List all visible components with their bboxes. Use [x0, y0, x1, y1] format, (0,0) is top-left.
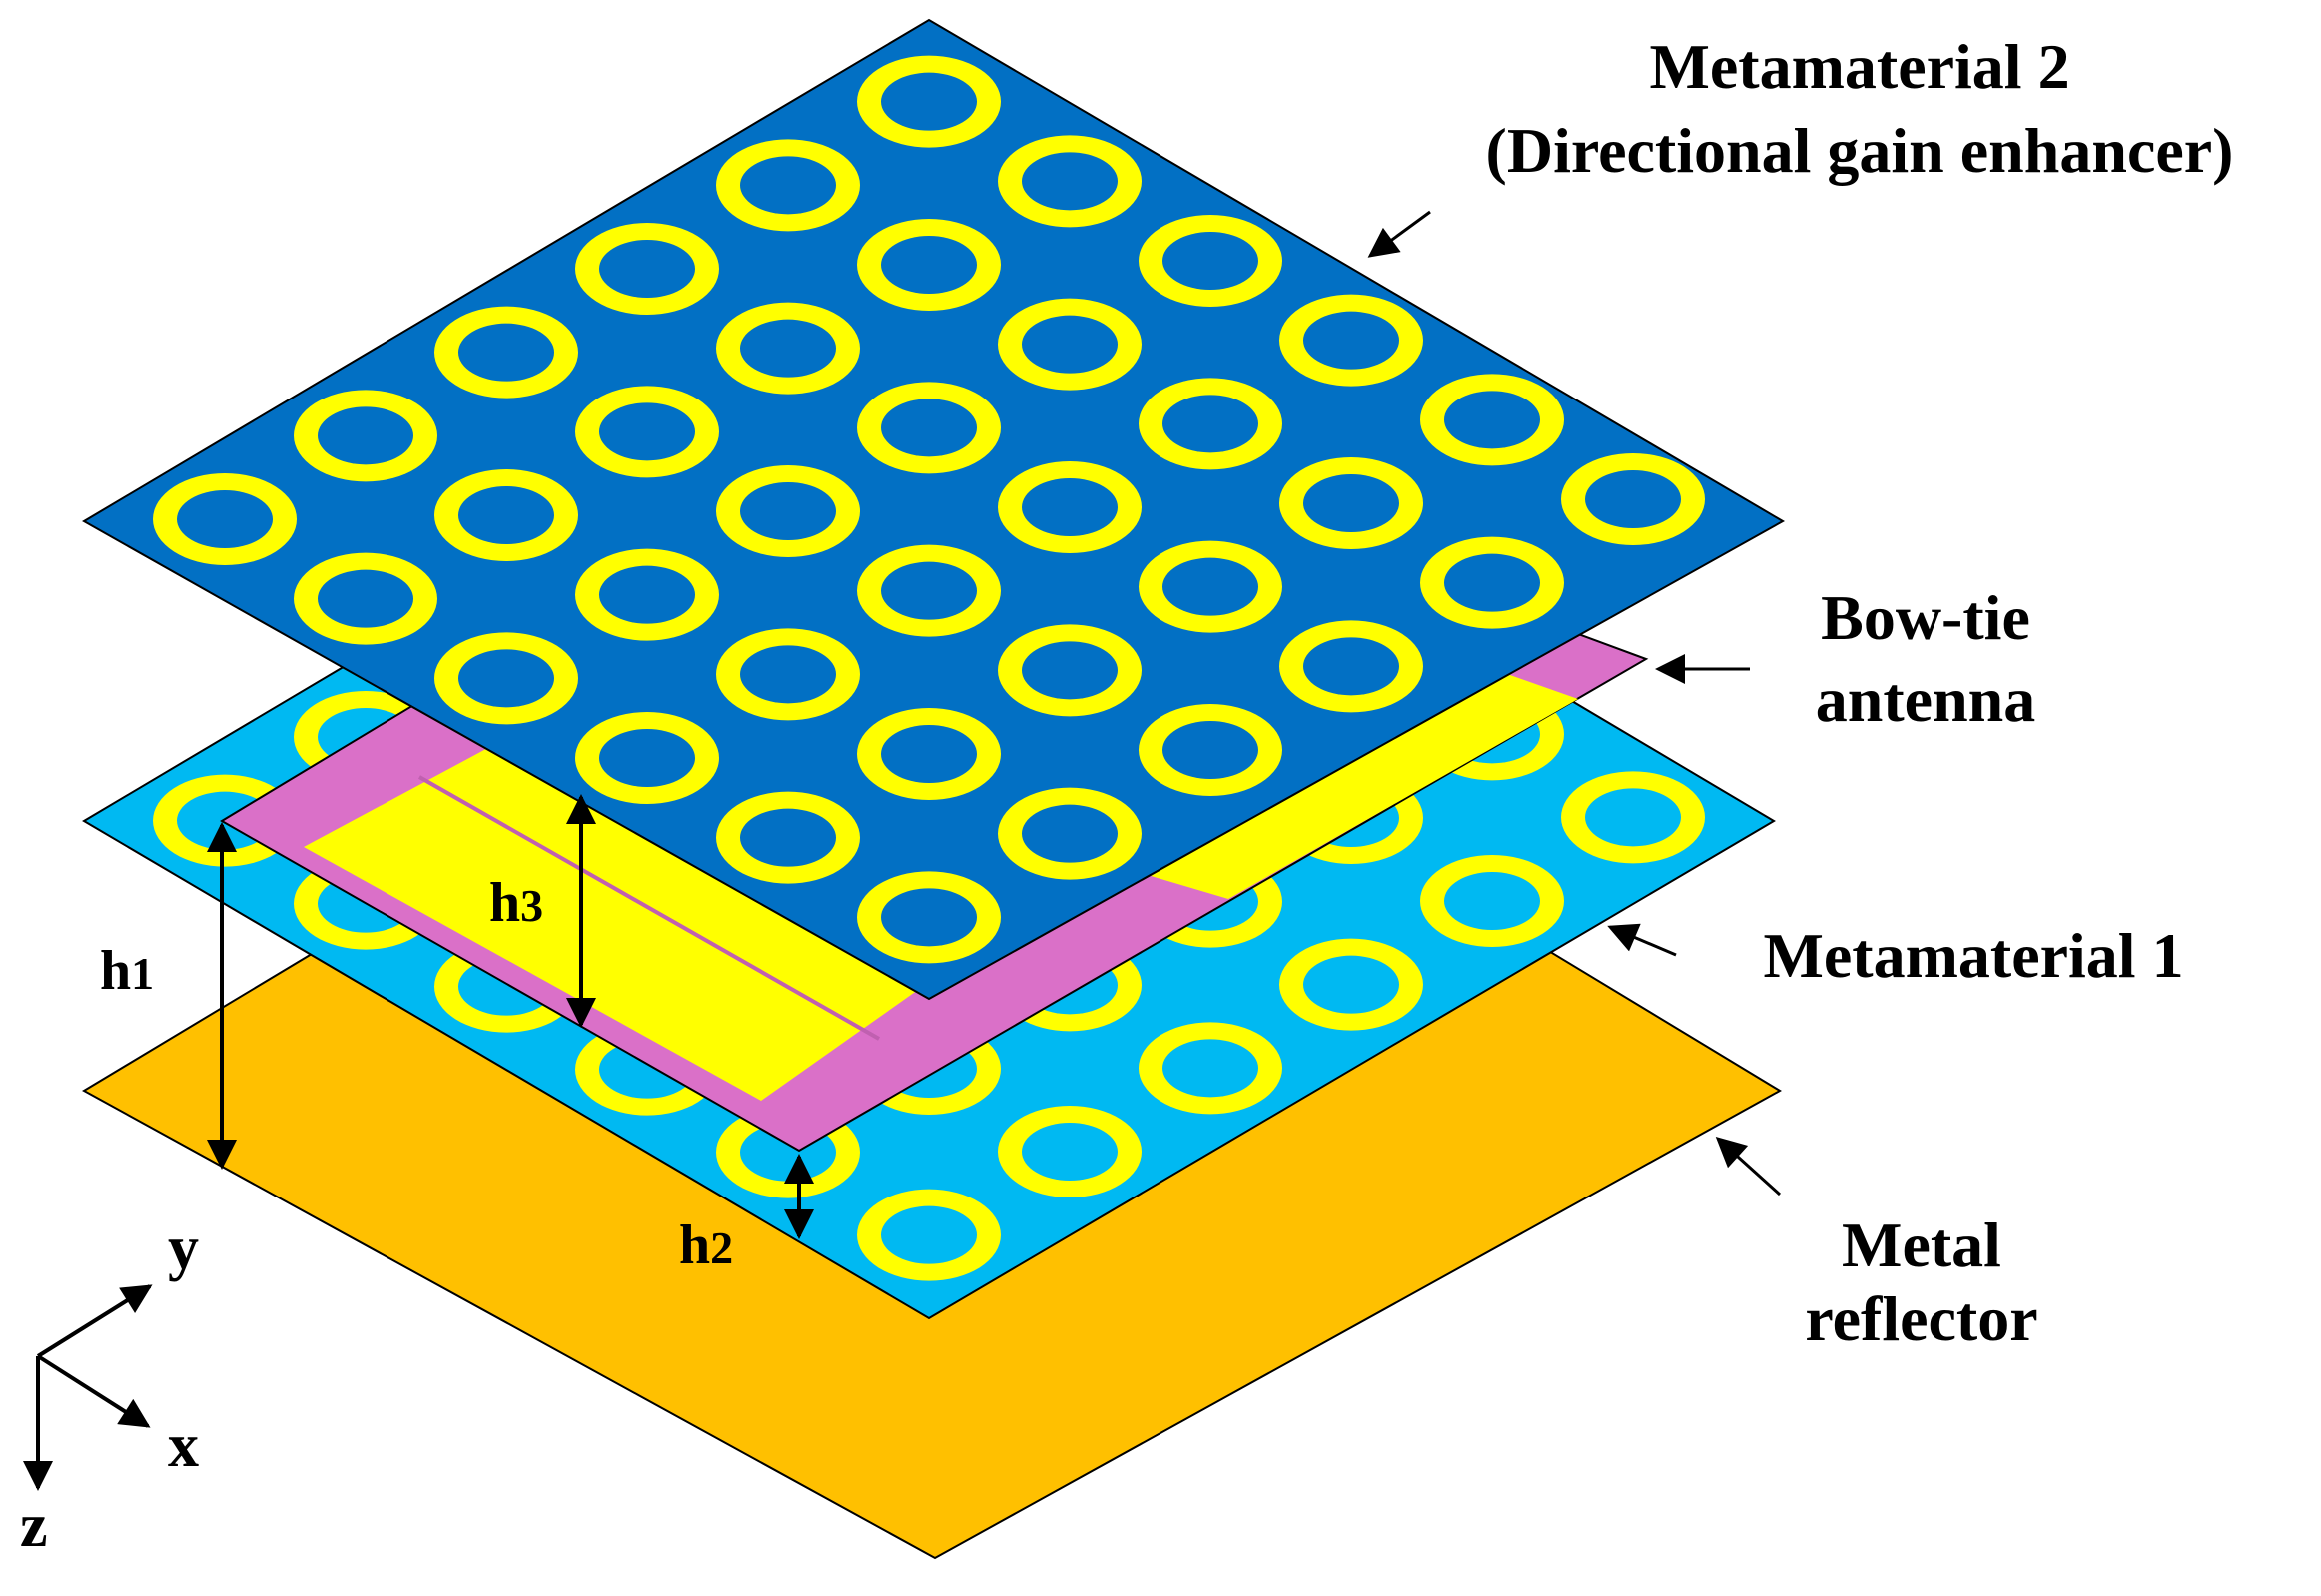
z-axis-label: z [20, 1492, 48, 1560]
ring-hole [1022, 315, 1118, 374]
ring-hole [1444, 872, 1540, 930]
bowtie-feed-line [418, 775, 880, 1041]
ring-hole [881, 888, 977, 947]
x-axis-label: x [168, 1412, 199, 1480]
ring-hole [881, 561, 977, 620]
ring-hole [458, 649, 554, 708]
ring-hole [1022, 478, 1118, 536]
ring-hole [1022, 1123, 1118, 1181]
ring-hole [458, 323, 554, 382]
ring-hole [1022, 152, 1118, 211]
ring-hole [740, 645, 836, 704]
ring-hole [740, 808, 836, 867]
ring-hole [599, 565, 695, 624]
y-axis-label: y [168, 1214, 199, 1282]
ring-hole [177, 490, 273, 548]
ring-hole [1022, 641, 1118, 700]
ring-hole [599, 240, 695, 298]
ring-hole [881, 236, 977, 294]
ring-hole [881, 1205, 977, 1264]
metamaterial-1-pointer [1607, 923, 1677, 957]
ring-hole [599, 729, 695, 787]
y-axis-arrow [36, 1284, 153, 1358]
metamaterial-2-sublabel: (Directional gain enhancer) [1486, 115, 2234, 186]
h1-label: h1 [100, 940, 154, 1002]
ring-hole [1585, 788, 1681, 847]
ring-hole [740, 319, 836, 378]
ring-hole [1162, 557, 1258, 616]
bowtie-label-line1: Bow-tie [1821, 582, 2030, 653]
x-axis-arrow [36, 1354, 151, 1428]
ring-hole [1162, 232, 1258, 290]
coordinate-axes: y x z [20, 1214, 199, 1560]
ring-hole [881, 725, 977, 783]
ring-hole [599, 402, 695, 461]
ring-hole [1444, 553, 1540, 612]
bowtie-label-line2: antenna [1816, 664, 2036, 735]
ring-hole [1303, 955, 1399, 1014]
h2-label: h2 [679, 1214, 733, 1276]
reflector-label-line2: reflector [1805, 1283, 2037, 1354]
reflector-pointer [1715, 1136, 1782, 1197]
ring-hole [458, 486, 554, 544]
ring-hole [1162, 1039, 1258, 1098]
metamaterial-1-label: Metamaterial 1 [1763, 920, 2183, 991]
ring-hole [1303, 474, 1399, 532]
ring-hole [318, 406, 413, 465]
ring-hole [881, 72, 977, 131]
ring-hole [1162, 721, 1258, 779]
ring-hole [881, 399, 977, 457]
ring-hole [740, 482, 836, 540]
metamaterial-2-substrate [82, 18, 1786, 1001]
ring-hole [1585, 470, 1681, 528]
h3-label: h3 [489, 872, 543, 934]
ring-hole [740, 156, 836, 215]
metamaterial-2-pointer [1367, 210, 1431, 258]
ring-hole [1444, 391, 1540, 449]
reflector-label-line1: Metal [1842, 1209, 2001, 1280]
ring-hole [1022, 804, 1118, 863]
metamaterial-2-label: Metamaterial 2 [1649, 31, 2069, 102]
ring-hole [1303, 311, 1399, 370]
ring-hole [318, 569, 413, 628]
ring-hole [1303, 637, 1399, 696]
metamaterial-2-ring-array [153, 55, 1705, 964]
ring-hole [1162, 395, 1258, 453]
